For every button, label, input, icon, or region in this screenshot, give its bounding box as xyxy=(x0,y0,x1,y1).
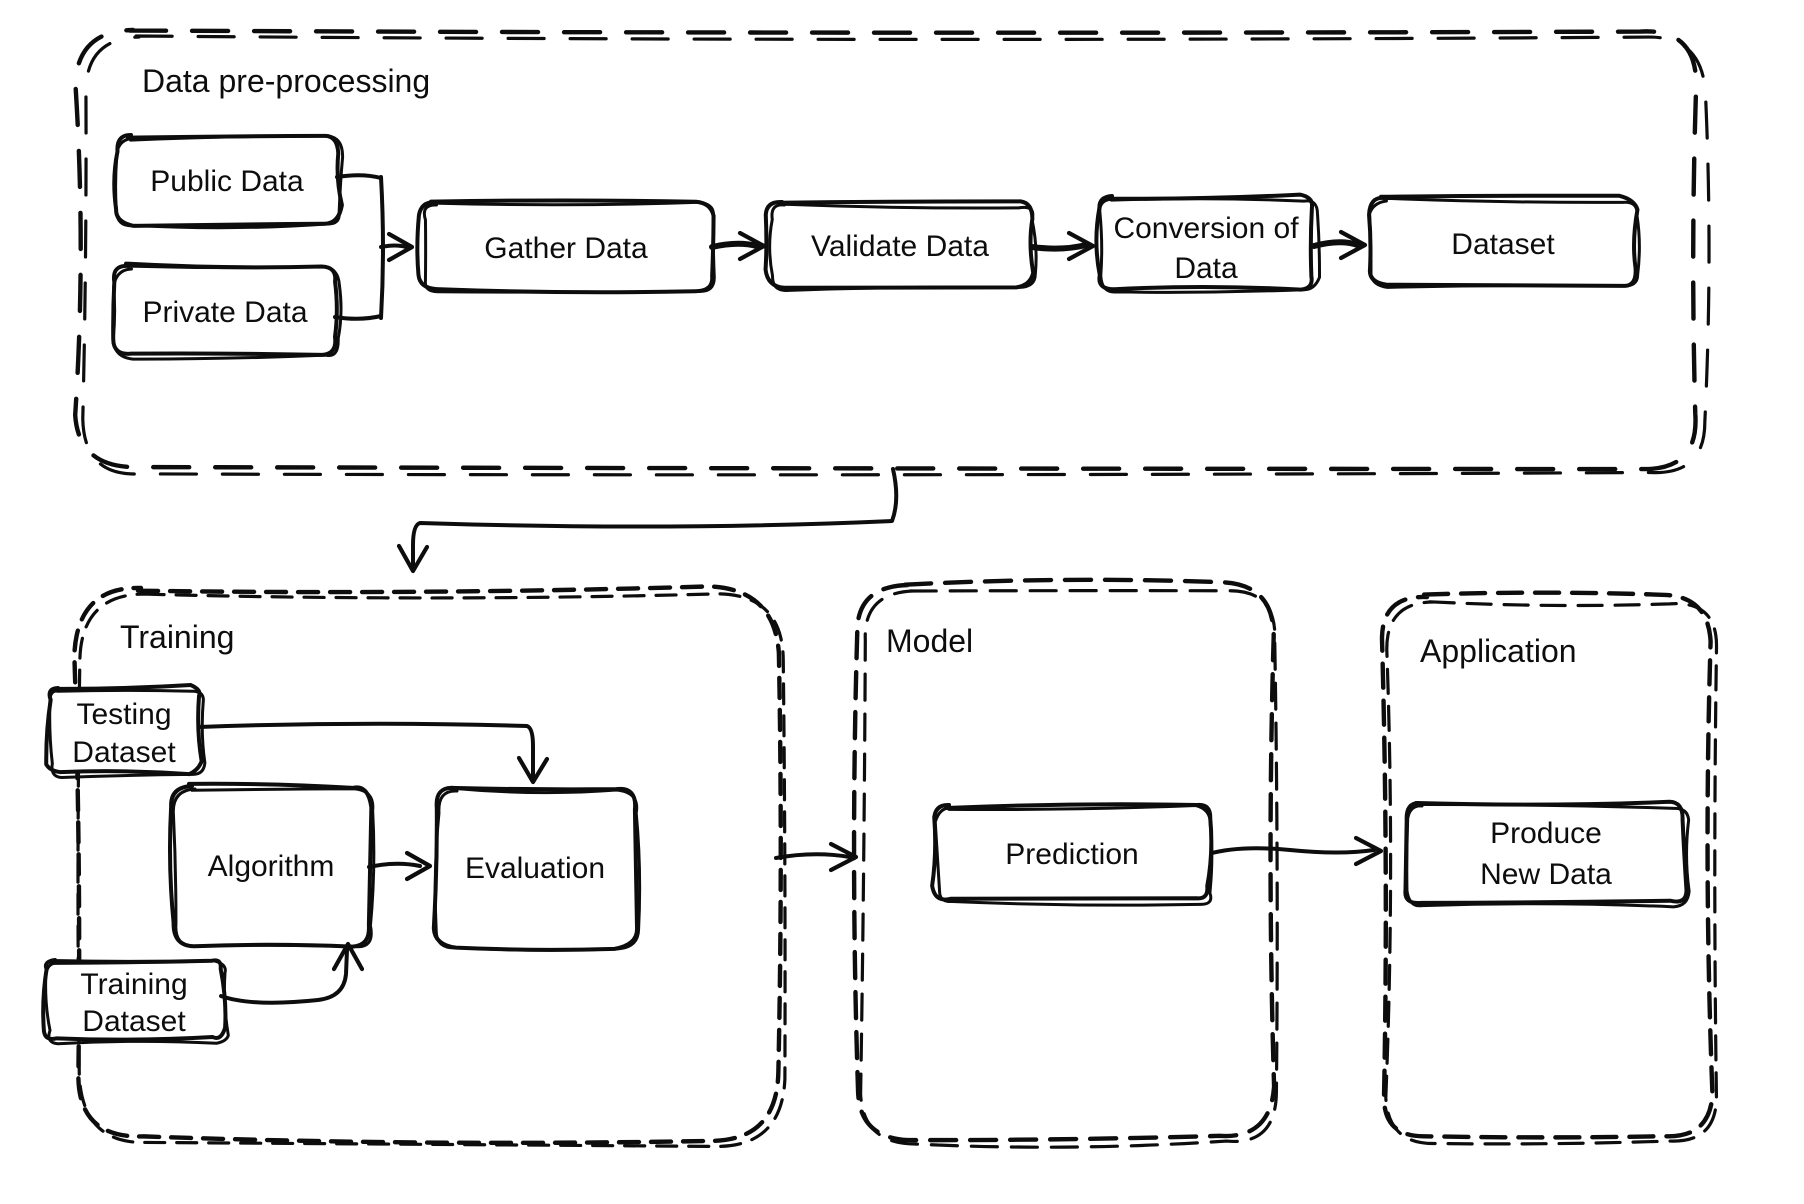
gather-to-validate-shaft xyxy=(709,240,760,250)
node-conversion-of-data: Conversion of Data xyxy=(1094,192,1322,294)
training-border-retrace xyxy=(76,592,787,1149)
prediction-box-retrace xyxy=(933,804,1214,907)
produce-new-data-box-retrace xyxy=(1405,802,1691,909)
node-private-data: Private Data xyxy=(111,261,343,361)
gather-data-box-retrace xyxy=(422,200,716,294)
model-border-retrace xyxy=(858,589,1279,1149)
gather-data-label: Gather Data xyxy=(484,232,648,265)
training-dataset-label-line2: Dataset xyxy=(82,1005,186,1038)
preprocessing-to-training-arrowhead-icon xyxy=(396,543,430,574)
preprocessing-to-training-shaft xyxy=(411,467,899,568)
prediction-label: Prediction xyxy=(1005,838,1138,871)
node-validate-data: Validate Data xyxy=(763,199,1038,293)
node-testing-dataset: Testing Dataset xyxy=(44,683,207,780)
preprocessing-arrows xyxy=(333,173,1368,321)
training-title: Training xyxy=(120,619,234,655)
testing-dataset-label-line2: Dataset xyxy=(72,736,176,769)
public-data-box-retrace xyxy=(114,134,345,230)
application-border-retrace xyxy=(1384,600,1719,1146)
evaluation-top-arrowhead-icon xyxy=(516,755,550,785)
conversion-arrowhead-icon xyxy=(1066,230,1096,262)
preprocessing-border-retrace xyxy=(81,34,1711,477)
algorithm-label: Algorithm xyxy=(208,850,335,883)
model-border xyxy=(851,577,1277,1143)
private-data-box-retrace xyxy=(111,264,343,361)
node-evaluation: Evaluation xyxy=(431,785,642,952)
preprocessing-border xyxy=(72,27,1699,472)
testing-dataset-label-line1: Testing xyxy=(76,698,171,731)
prediction-to-application-arrowhead-icon xyxy=(1353,835,1384,867)
evaluation-label: Evaluation xyxy=(465,852,605,885)
validate-to-conversion-shaft xyxy=(1029,242,1089,252)
container-application: Application xyxy=(1379,590,1719,1146)
dataset-label: Dataset xyxy=(1451,228,1555,261)
dataset-box-retrace xyxy=(1368,196,1641,289)
evaluation-left-arrowhead-icon xyxy=(404,850,433,882)
validate-data-box-retrace xyxy=(768,202,1038,293)
preprocessing-title: Data pre-processing xyxy=(142,63,430,99)
produce-new-data-label-line1: Produce xyxy=(1490,817,1602,850)
algorithm-bottom-arrowhead-icon xyxy=(331,941,365,972)
connector-preprocessing-to-training xyxy=(396,467,899,574)
node-dataset: Dataset xyxy=(1367,193,1641,289)
container-model: Model xyxy=(851,577,1279,1149)
conversion-of-data-label-line1: Conversion of xyxy=(1113,212,1299,245)
node-produce-new-data: Produce New Data xyxy=(1403,799,1691,909)
private-data-label: Private Data xyxy=(142,296,307,329)
node-prediction: Prediction xyxy=(930,802,1214,907)
prediction-to-application-shaft xyxy=(1206,846,1376,856)
application-border xyxy=(1379,590,1715,1140)
application-title: Application xyxy=(1420,633,1577,669)
connector-training-to-model xyxy=(774,841,859,873)
node-algorithm: Algorithm xyxy=(167,781,376,949)
validate-data-label: Validate Data xyxy=(811,230,989,263)
node-training-dataset: Training Dataset xyxy=(41,958,230,1046)
testing-to-evaluation-shaft xyxy=(197,721,535,778)
container-preprocessing: Data pre-processing xyxy=(72,27,1711,477)
connector-prediction-to-application xyxy=(1206,835,1384,867)
algorithm-to-evaluation-shaft xyxy=(367,861,422,869)
evaluation-box-retrace xyxy=(433,786,642,952)
conversion-of-data-box-retrace xyxy=(1098,197,1322,294)
training-dataset-label-line1: Training xyxy=(80,968,187,1001)
dataset-arrowhead-icon xyxy=(1338,229,1368,261)
produce-new-data-label-line2: New Data xyxy=(1480,858,1612,891)
node-public-data: Public Data xyxy=(112,132,345,230)
private-to-junction-shaft xyxy=(333,314,383,321)
junction-to-gather-shaft xyxy=(379,243,408,249)
training-dataset-box-retrace xyxy=(44,959,230,1046)
testing-dataset-box-retrace xyxy=(48,688,207,780)
training-to-model-arrowhead-icon xyxy=(828,841,859,873)
trainingds-to-algorithm-shaft xyxy=(219,948,349,1005)
public-to-junction-shaft xyxy=(335,173,383,180)
validate-arrowhead-icon xyxy=(737,230,767,262)
container-training: Training xyxy=(72,584,787,1149)
public-data-label: Public Data xyxy=(150,165,304,198)
algorithm-box-retrace xyxy=(171,787,376,949)
model-title: Model xyxy=(886,623,973,659)
node-gather-data: Gather Data xyxy=(415,198,716,295)
training-to-model-shaft xyxy=(774,852,852,860)
conversion-of-data-label-line2: Data xyxy=(1174,252,1238,285)
conversion-to-dataset-shaft xyxy=(1311,239,1361,249)
training-arrows xyxy=(197,721,550,1005)
gather-arrowhead-icon xyxy=(386,231,415,263)
